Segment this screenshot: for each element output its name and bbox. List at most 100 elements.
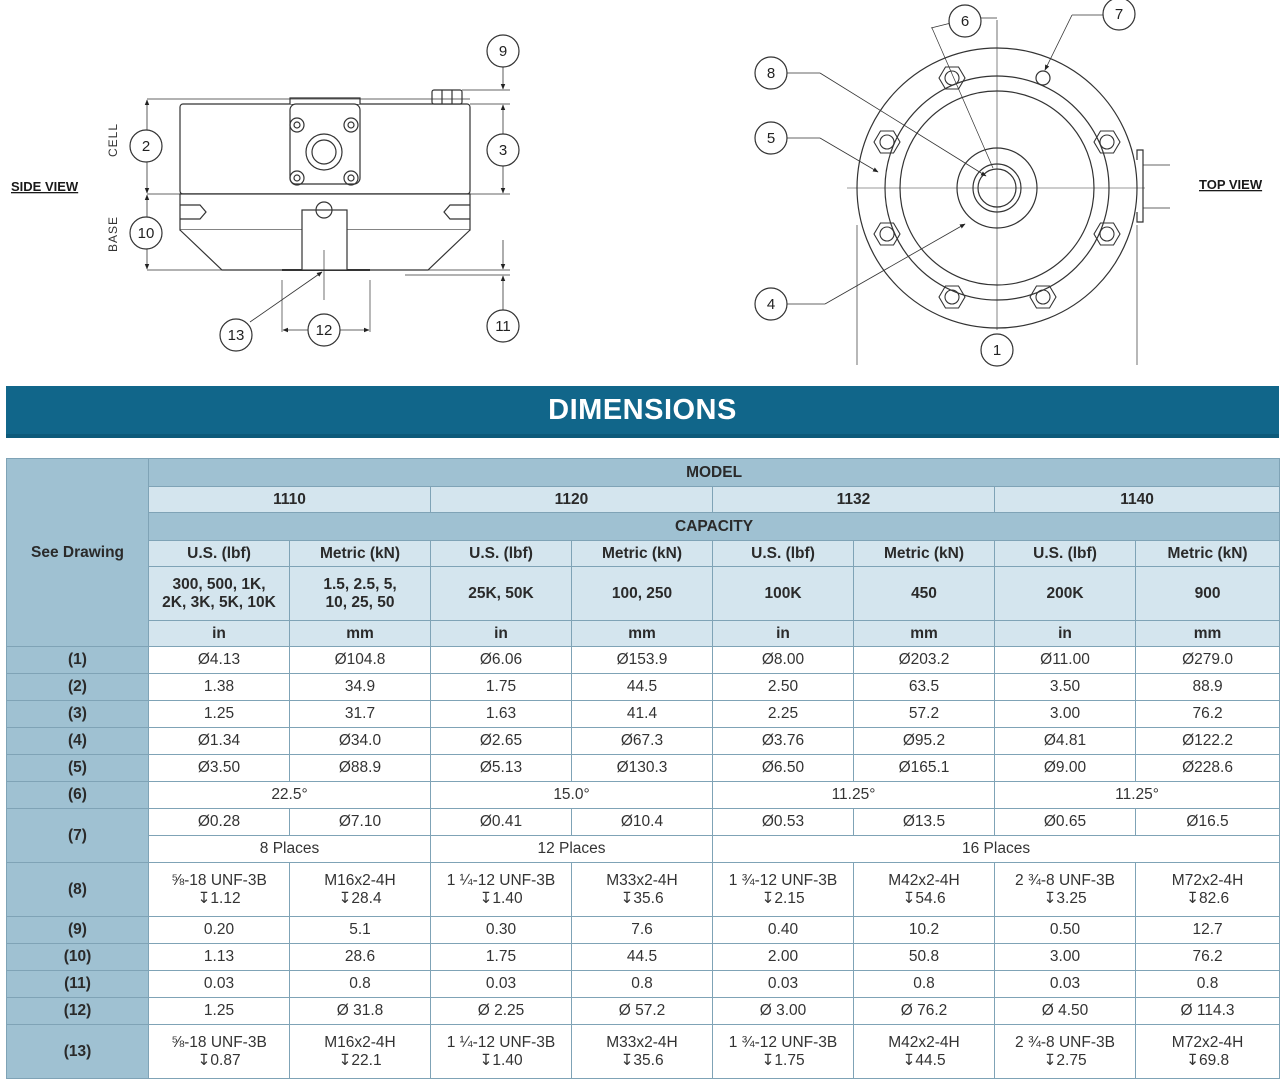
callout-13: 13 bbox=[219, 318, 253, 352]
table-cell: Ø9.00 bbox=[994, 754, 1136, 782]
cell-line: 450 bbox=[911, 584, 937, 602]
table-cell: 0.8 bbox=[289, 970, 431, 998]
cell-line: 1 ¾-12 UNF-3B bbox=[728, 1033, 838, 1051]
table-cell: Ø4.81 bbox=[994, 727, 1136, 755]
table-cell: 0.20 bbox=[148, 916, 290, 944]
cell-line: 1.5, 2.5, 5, bbox=[323, 575, 397, 593]
callout-2: 2 bbox=[129, 129, 163, 163]
table-cell: 2 ¾-8 UNF-3B↧2.75 bbox=[994, 1024, 1136, 1079]
table-cell: 7.6 bbox=[571, 916, 713, 944]
table-cell: M33x2-4H↧35.6 bbox=[571, 1024, 713, 1079]
table-cell: Ø228.6 bbox=[1134, 754, 1281, 782]
table-cell: Ø4.13 bbox=[148, 646, 290, 674]
unit-system-header: U.S. (lbf) bbox=[994, 540, 1136, 567]
capacity-value: 100, 250 bbox=[571, 566, 713, 621]
see-drawing-header: See Drawing bbox=[6, 458, 149, 647]
capacity-value: 900 bbox=[1134, 566, 1281, 621]
table-cell: Ø95.2 bbox=[853, 727, 995, 755]
table-cell: Ø0.41 bbox=[430, 808, 572, 836]
table-cell: 1 ¾-12 UNF-3B↧1.75 bbox=[712, 1024, 854, 1079]
unit-system-header: Metric (kN) bbox=[289, 540, 431, 567]
table-cell: 76.2 bbox=[1134, 700, 1281, 728]
table-cell: 1.13 bbox=[148, 943, 290, 971]
table-cell: 0.8 bbox=[571, 970, 713, 998]
table-cell: 0.40 bbox=[712, 916, 854, 944]
unit-system-header: Metric (kN) bbox=[853, 540, 995, 567]
cell-line: 1 ¼-12 UNF-3B bbox=[446, 1033, 556, 1051]
cell-line: ↧22.1 bbox=[338, 1051, 382, 1069]
cell-line: 2 ¾-8 UNF-3B bbox=[1015, 871, 1115, 889]
table-cell: 8 Places bbox=[148, 835, 431, 863]
unit-system-header: Metric (kN) bbox=[1134, 540, 1281, 567]
svg-text:6: 6 bbox=[961, 13, 969, 30]
cell-line: M16x2-4H bbox=[324, 1033, 396, 1051]
cell-line: ↧44.5 bbox=[902, 1051, 946, 1069]
callout-8: 8 bbox=[754, 56, 788, 90]
row-label: (4) bbox=[6, 727, 149, 755]
cell-line: 25K, 50K bbox=[468, 584, 534, 602]
callout-12: 12 bbox=[307, 313, 341, 347]
table-cell: Ø104.8 bbox=[289, 646, 431, 674]
table-cell: ⅝-18 UNF-3B↧0.87 bbox=[148, 1024, 290, 1079]
svg-text:13: 13 bbox=[228, 327, 245, 344]
unit-label: mm bbox=[571, 620, 713, 647]
cell-line: ↧1.40 bbox=[479, 1051, 523, 1069]
side-view-drawing: SIDE VIEW CELL BASE bbox=[11, 34, 520, 352]
table-cell: Ø153.9 bbox=[571, 646, 713, 674]
table-cell: 1.75 bbox=[430, 943, 572, 971]
table-cell: Ø 3.00 bbox=[712, 997, 854, 1025]
svg-text:11: 11 bbox=[495, 318, 511, 335]
row-label: (11) bbox=[6, 970, 149, 998]
row-label: (7) bbox=[6, 808, 149, 863]
cell-line: M42x2-4H bbox=[888, 871, 960, 889]
unit-label: in bbox=[712, 620, 854, 647]
table-cell: M16x2-4H↧22.1 bbox=[289, 1024, 431, 1079]
table-cell: 15.0° bbox=[430, 781, 713, 809]
table-cell: 11.25° bbox=[712, 781, 995, 809]
unit-label: in bbox=[430, 620, 572, 647]
table-cell: 41.4 bbox=[571, 700, 713, 728]
table-cell: 50.8 bbox=[853, 943, 995, 971]
cell-line: ↧69.8 bbox=[1185, 1051, 1230, 1069]
table-cell: M42x2-4H↧44.5 bbox=[853, 1024, 995, 1079]
unit-system-row: U.S. (lbf)Metric (kN)U.S. (lbf)Metric (k… bbox=[7, 540, 1281, 567]
table-cell: Ø67.3 bbox=[571, 727, 713, 755]
table-cell: 0.50 bbox=[994, 916, 1136, 944]
svg-text:5: 5 bbox=[767, 130, 775, 147]
table-cell: Ø2.65 bbox=[430, 727, 572, 755]
cell-line: 100K bbox=[764, 584, 802, 602]
table-cell: M72x2-4H↧82.6 bbox=[1134, 862, 1281, 917]
table-cell: 3.00 bbox=[994, 700, 1136, 728]
model-name: 1110 bbox=[148, 486, 431, 513]
table-cell: 0.03 bbox=[430, 970, 572, 998]
cell-line: 200K bbox=[1046, 584, 1084, 602]
callout-7: 7 bbox=[1102, 0, 1136, 31]
cell-line: 900 bbox=[1194, 584, 1221, 602]
capacity-value: 200K bbox=[994, 566, 1136, 621]
table-cell: 1 ¾-12 UNF-3B↧2.15 bbox=[712, 862, 854, 917]
table-cell: Ø 31.8 bbox=[289, 997, 431, 1025]
table-cell: Ø0.53 bbox=[712, 808, 854, 836]
table-cell: Ø6.06 bbox=[430, 646, 572, 674]
table-cell: 63.5 bbox=[853, 673, 995, 701]
unit-system-header: U.S. (lbf) bbox=[148, 540, 290, 567]
table-cell: Ø 4.50 bbox=[994, 997, 1136, 1025]
table-cell: ⅝-18 UNF-3B↧1.12 bbox=[148, 862, 290, 917]
table-cell: 16 Places bbox=[711, 835, 1281, 863]
table-cell: 2.25 bbox=[712, 700, 854, 728]
table-cell: 0.03 bbox=[148, 970, 290, 998]
model-name: 1120 bbox=[430, 486, 713, 513]
table-cell: M72x2-4H↧69.8 bbox=[1134, 1024, 1281, 1079]
table-cell: 0.03 bbox=[712, 970, 854, 998]
top-view-drawing: TOP VIEW bbox=[754, 0, 1263, 367]
capacity-value: 25K, 50K bbox=[430, 566, 572, 621]
